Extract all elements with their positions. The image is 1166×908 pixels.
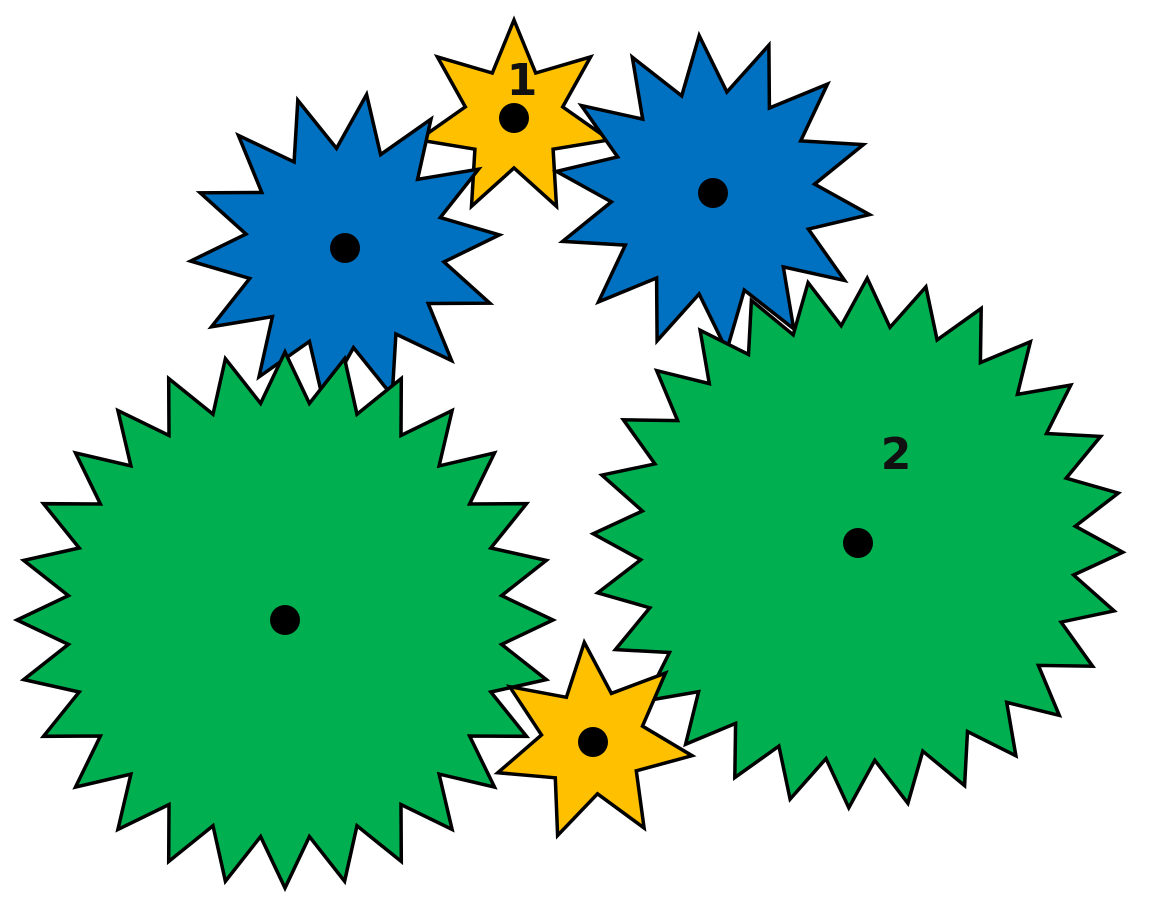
gear-2 [589,274,1127,812]
gear-blue-left-axle [330,233,360,263]
gear-blue-right-axle [698,178,728,208]
gear-green-left-axle [270,605,300,635]
gear-1-axle [499,103,529,133]
gear-2-axle [843,528,873,558]
gear-yellow-bottom [493,637,697,840]
labels-layer: 1 2 [507,55,912,480]
gear-green-left [12,347,558,893]
gear-2-label: 2 [881,429,912,480]
gears-layer [12,15,1127,893]
gear-1 [414,15,614,211]
gear-yellow-bottom-axle [578,727,608,757]
gear-1-label: 1 [507,55,538,106]
